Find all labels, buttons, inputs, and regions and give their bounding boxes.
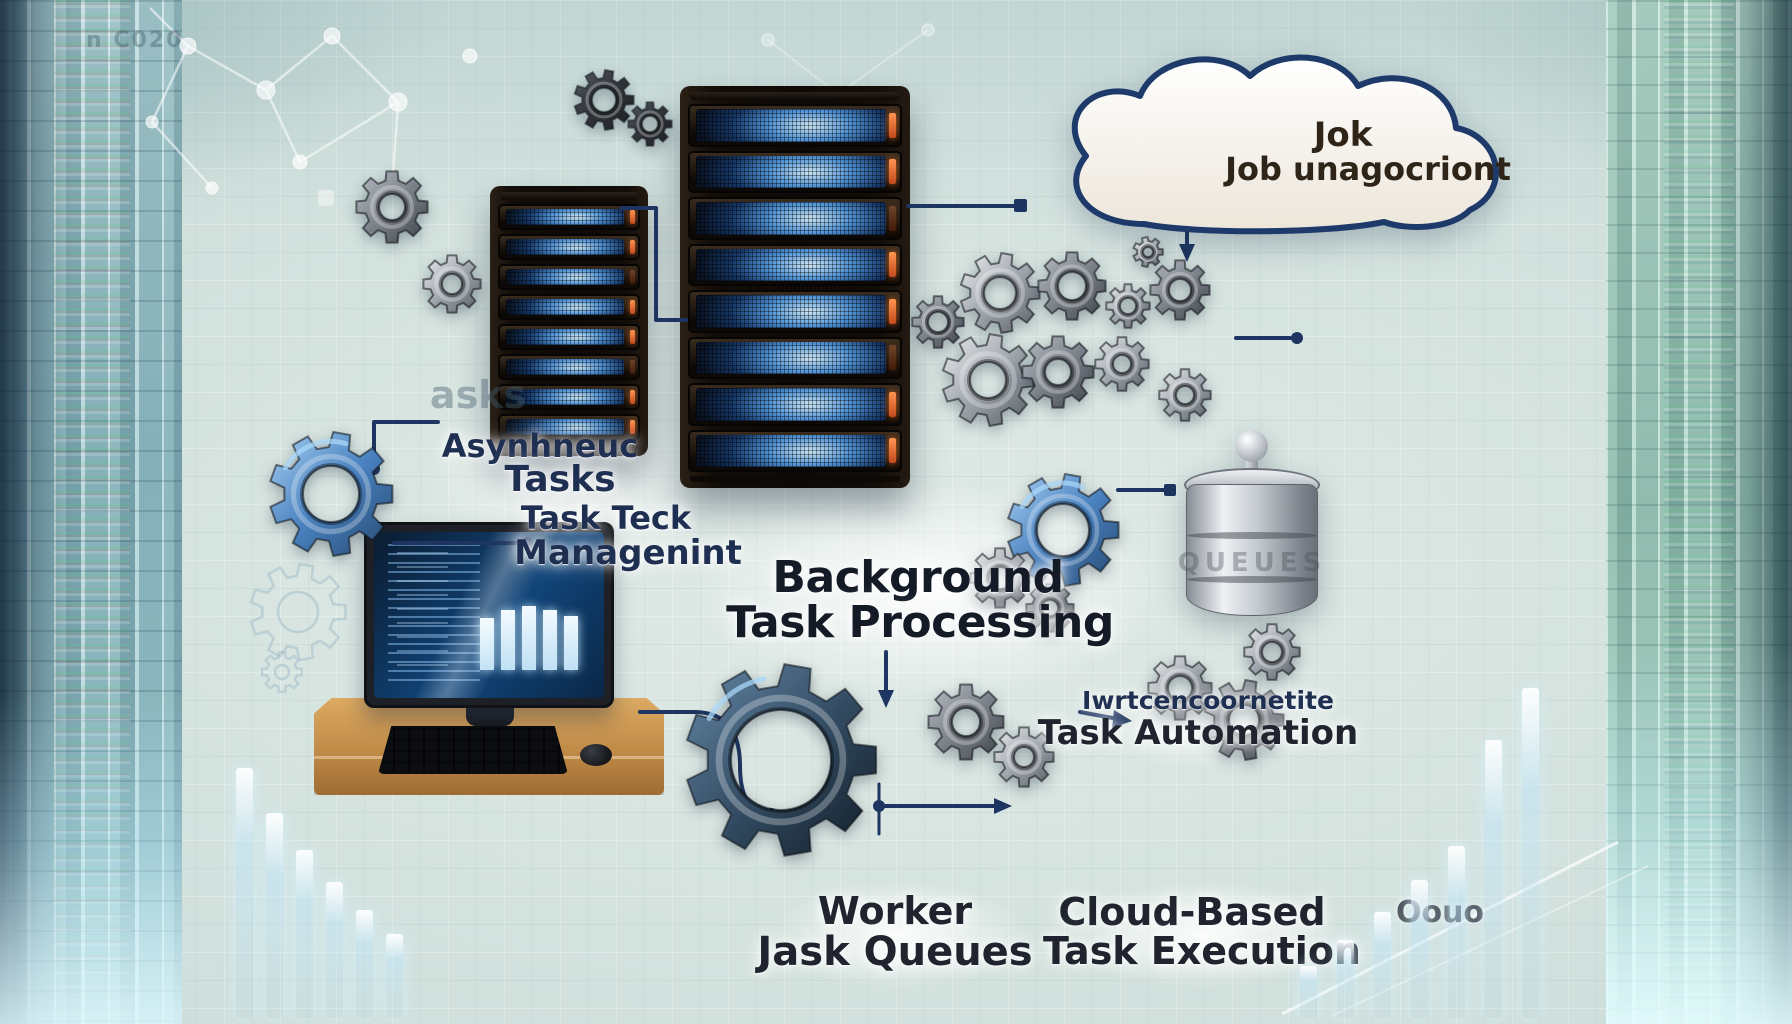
task-management-label-line2: Managenint xyxy=(514,533,742,573)
server-slot xyxy=(688,290,902,333)
gear-icon xyxy=(1147,655,1213,721)
server-slot xyxy=(688,197,902,240)
async-tasks-label-line1: Asynhneuc xyxy=(441,427,639,465)
gear-icon xyxy=(355,170,429,244)
cloud-exec-label-line1: Cloud-Based xyxy=(1058,890,1326,934)
page-title-line2: Task Processing xyxy=(726,597,1114,648)
cloud-icon xyxy=(1026,40,1526,240)
gear-icon xyxy=(1243,623,1301,681)
server-slot xyxy=(498,324,640,350)
gear-icon xyxy=(685,662,878,858)
server-slot xyxy=(498,234,640,260)
server-slot xyxy=(498,294,640,320)
gear-icon xyxy=(269,430,394,558)
server-slot xyxy=(688,150,902,193)
gear-icon xyxy=(1094,336,1150,392)
cloud-label-line1: Jok xyxy=(1313,115,1373,155)
barrel-knob xyxy=(1236,430,1268,462)
gear-icon xyxy=(1006,472,1120,588)
cloud-label-line2: Job unagocriont xyxy=(1225,150,1511,188)
worker-queues-label-line1: Worker xyxy=(817,889,973,933)
monitor-icon xyxy=(364,522,614,708)
gear-icon xyxy=(927,683,1005,761)
barrel-queues-label: QUEUES xyxy=(1177,548,1327,578)
worker-queues-label-line2: Jask Queues xyxy=(757,929,1033,975)
automation-label-line1: Iwrtcencoornetite xyxy=(1082,686,1334,715)
gear-icon xyxy=(573,68,635,132)
gear-icon xyxy=(941,332,1035,428)
data-wall-left xyxy=(0,0,182,1024)
server-rack-icon xyxy=(680,86,910,488)
gear-icon xyxy=(969,547,1031,609)
server-slot xyxy=(498,264,640,290)
screen-glare xyxy=(374,532,604,698)
server-slot xyxy=(688,383,902,426)
oouo-label: Oouo xyxy=(1395,895,1485,930)
gear-icon xyxy=(1132,235,1164,269)
corner-code-label: n C020 xyxy=(86,28,184,53)
server-slot xyxy=(688,429,902,472)
gear-icon xyxy=(1149,259,1211,321)
ghost-tasks-label: asks xyxy=(429,373,527,417)
server-slot xyxy=(688,104,902,147)
monitor-screen xyxy=(374,532,604,698)
gear-icon xyxy=(627,101,673,147)
gear-icon xyxy=(1025,583,1075,633)
server-slot xyxy=(498,204,640,230)
data-wall-right xyxy=(1606,0,1792,1024)
gear-icon xyxy=(1158,368,1212,422)
screen-bar-chart xyxy=(479,605,578,670)
gear-icon xyxy=(1037,251,1107,321)
gear-icon xyxy=(1021,335,1095,409)
cloud-exec-label-line2: Task Execution xyxy=(1043,929,1361,973)
gear-icon xyxy=(260,650,304,694)
gear-icon xyxy=(1203,678,1285,762)
async-tasks-label-line2: Tasks xyxy=(504,459,616,500)
task-management-label-line1: Task Teck xyxy=(520,499,692,537)
server-slot xyxy=(688,336,902,379)
gear-icon xyxy=(959,251,1041,335)
keyboard-icon xyxy=(378,726,568,774)
server-slot xyxy=(688,243,902,286)
gear-icon xyxy=(1105,283,1151,329)
gear-icon xyxy=(993,726,1055,788)
code-lines xyxy=(387,543,480,687)
page-title-line1: Background xyxy=(772,552,1064,603)
database-barrel-icon: QUEUES xyxy=(1177,430,1327,622)
gear-icon xyxy=(422,254,482,314)
server-slot xyxy=(498,354,640,380)
barrel-body xyxy=(1186,484,1318,616)
server-slot xyxy=(498,384,640,410)
server-slot xyxy=(498,414,640,440)
gear-icon xyxy=(911,295,965,349)
code-lines xyxy=(397,551,448,669)
gear-icon xyxy=(249,562,347,662)
mouse-icon xyxy=(580,744,612,766)
automation-label-line2: Task Automation xyxy=(1037,713,1359,753)
